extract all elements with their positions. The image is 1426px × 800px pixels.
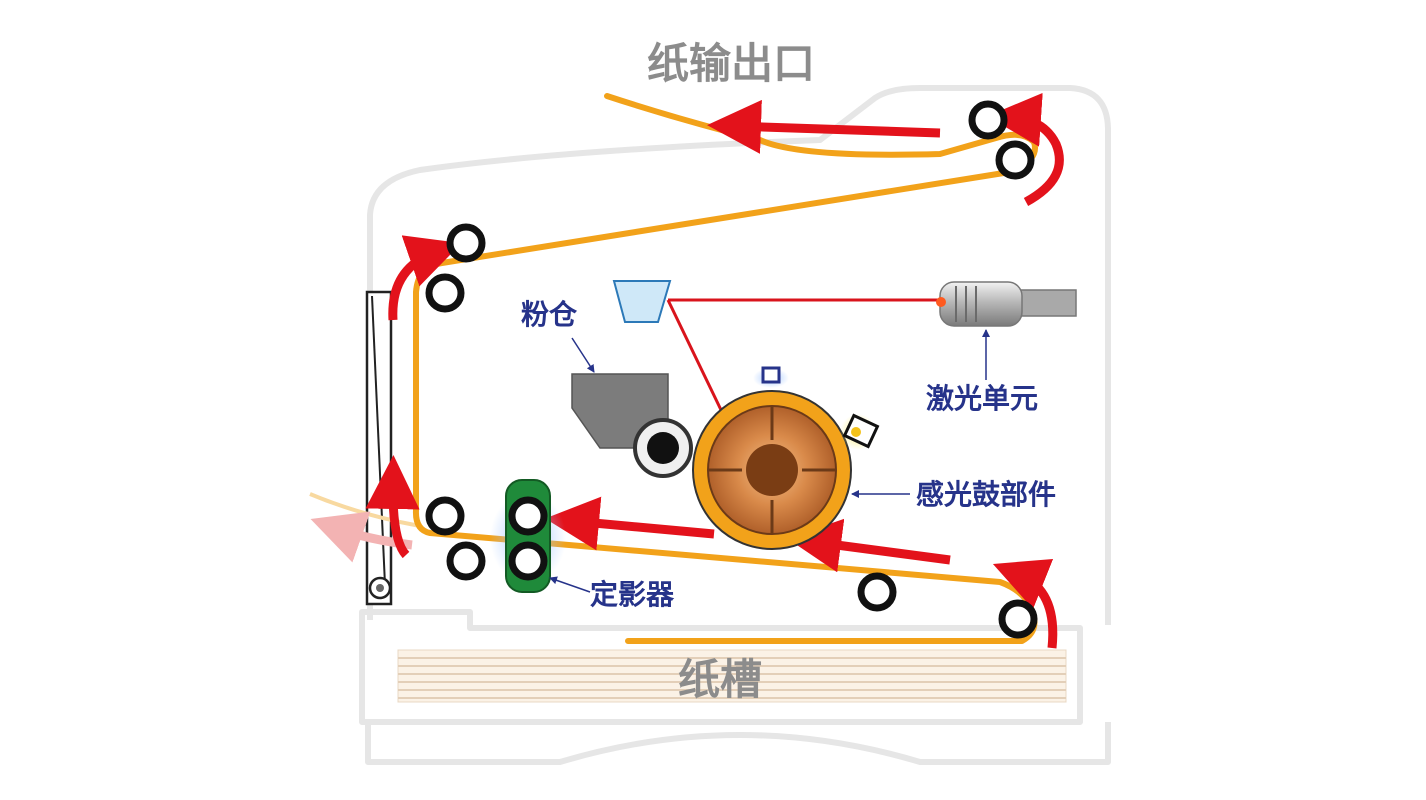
roller-icon bbox=[446, 223, 486, 263]
laser-unit-icon bbox=[936, 281, 1077, 327]
roller-icon bbox=[425, 273, 465, 313]
label-laser-unit: 激光单元 bbox=[926, 382, 1038, 415]
transfer-lamp bbox=[840, 413, 880, 450]
rollers bbox=[425, 100, 1038, 639]
label-paper-tray: 纸槽 bbox=[678, 655, 762, 704]
paper-direction-arrows bbox=[365, 92, 1064, 649]
roller-icon bbox=[998, 599, 1038, 639]
paper-stack bbox=[397, 649, 1067, 703]
leader-lines bbox=[549, 329, 990, 593]
roller-icon bbox=[857, 572, 897, 612]
side-feed-door bbox=[365, 290, 393, 606]
roller-icon bbox=[968, 100, 1008, 140]
roller-icon bbox=[995, 140, 1035, 180]
roller-icon bbox=[425, 496, 465, 536]
label-fuser: 定影器 bbox=[590, 578, 675, 611]
charge-electrode bbox=[753, 366, 789, 388]
label-drum-unit: 感光鼓部件 bbox=[916, 478, 1056, 511]
toner-hopper-icon bbox=[571, 373, 693, 478]
roller-icon bbox=[446, 541, 486, 581]
laser-beam bbox=[666, 298, 940, 413]
drum-icon bbox=[692, 366, 880, 550]
label-toner-hopper: 粉仓 bbox=[521, 298, 578, 331]
fuser-icon bbox=[490, 479, 566, 593]
label-paper-output: 纸输出口 bbox=[647, 39, 815, 88]
side-output-paper bbox=[309, 492, 421, 528]
mirror-icon bbox=[612, 280, 672, 323]
